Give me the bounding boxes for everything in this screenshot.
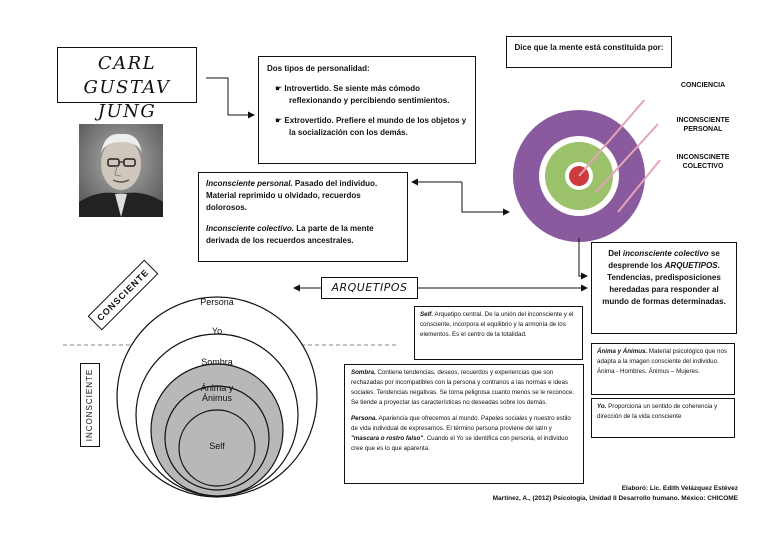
anima-def-box: Ánima y Ánimus. Material psicológico que… bbox=[591, 343, 735, 395]
persona-def-term: Persona. bbox=[351, 415, 378, 422]
personal-unconscious-def: Inconsciente personal. Pasado del indivi… bbox=[206, 178, 400, 214]
credits: Elaboró: Lic. Edith Velázquez Estévez Ma… bbox=[493, 484, 738, 504]
introvert-text: Se siente más cómodo reflexionando y per… bbox=[289, 84, 450, 105]
collective-unconscious-text: La parte de la mente derivada de los rec… bbox=[206, 224, 374, 245]
yo-def-box: Yo. Proporciona un sentido de coherencia… bbox=[591, 398, 735, 438]
personality-heading: Dos tipos de personalidad: bbox=[267, 64, 370, 73]
pointing-hand-icon: ☛ bbox=[275, 84, 285, 93]
persona-def-quote: "mascara o rostro falso" bbox=[351, 435, 424, 442]
yo-def-term: Yo. bbox=[597, 403, 607, 410]
personality-box: Dos tipos de personalidad: ☛ Introvertid… bbox=[258, 56, 476, 164]
archetypes-desc-term: inconsciente colectivo bbox=[622, 249, 709, 258]
archetypes-label: ARQUETIPOS bbox=[331, 281, 408, 294]
sombra-def-text: Contiene tendencias, deseos, recuerdos y… bbox=[351, 369, 575, 406]
persona-def-text1: Apariencia que ofrecemos al mundo. Papel… bbox=[351, 415, 571, 432]
persona-circle-label: Persona bbox=[200, 297, 234, 307]
persona-def-text2: . Cuando el Yo se identifica con persona… bbox=[351, 435, 569, 452]
self-circle-label: Self bbox=[209, 441, 225, 451]
anima-circle-label: Ánima y Ánimus bbox=[200, 383, 234, 403]
collective-unconscious-def: Inconsciente colectivo. La parte de la m… bbox=[206, 223, 400, 247]
self-def-term: Self. bbox=[420, 311, 434, 318]
title-to-personality-arrow bbox=[206, 77, 255, 119]
self-circle bbox=[178, 409, 256, 487]
pointing-hand-icon: ☛ bbox=[275, 116, 285, 125]
extrovert-text: Prefiere el mundo de los objetos y la so… bbox=[289, 116, 467, 137]
introvert-item: ☛ Introvertido. Se siente más cómodo ref… bbox=[267, 83, 467, 107]
unconscious-box: Inconsciente personal. Pasado del indivi… bbox=[198, 172, 408, 262]
collective-unconscious-term: Inconsciente colectivo. bbox=[206, 224, 295, 233]
colectivo-pointer bbox=[617, 159, 661, 213]
personal-pointer bbox=[595, 123, 659, 193]
collective-to-archetypes-arrow bbox=[578, 238, 588, 280]
personal-unconscious-term: Inconsciente personal. bbox=[206, 179, 293, 188]
inconsciente-label-box: INCONSCIENTE bbox=[80, 363, 100, 447]
extrovert-term: Extrovertido. bbox=[284, 116, 334, 125]
self-def-text: Arquetipo central. De la unión del incon… bbox=[420, 311, 574, 338]
extrovert-item: ☛ Extrovertido. Prefiere el mundo de los… bbox=[267, 115, 467, 139]
yo-def-text: Proporciona un sentido de coherencia y d… bbox=[597, 403, 718, 420]
sombra-def-term: Sombra. bbox=[351, 369, 376, 376]
archetypes-desc-term2: ARQUETIPOS bbox=[664, 261, 718, 270]
anima-def-term: Ánima y Ánimus. bbox=[597, 348, 648, 355]
title-line-2: JUNG bbox=[97, 101, 157, 122]
title-box: CARL GUSTAV JUNG bbox=[57, 47, 197, 122]
personal-unconscious-text: Pasado del individuo. Material reprimido… bbox=[206, 179, 378, 212]
anima-def-text: Material psicológico que nos adapta a la… bbox=[597, 348, 727, 375]
self-def-box: Self. Arquetipo central. De la unión del… bbox=[414, 306, 583, 360]
unconscious-link-line bbox=[461, 182, 510, 216]
introvert-term: Introvertido. bbox=[284, 84, 332, 93]
archetypes-label-box: ARQUETIPOS bbox=[321, 277, 418, 299]
label-inconsciente-personal: INCONSCIENTE PERSONAL bbox=[676, 117, 730, 133]
mind-layers-diagram bbox=[513, 100, 661, 242]
conciencia-pointer bbox=[578, 100, 646, 177]
mind-caption-box: Dice que la mente está constituida por: bbox=[506, 36, 672, 68]
archetypes-desc-pre: Del bbox=[608, 249, 623, 258]
label-conciencia: CONCIENCIA bbox=[680, 82, 726, 89]
mind-caption: Dice que la mente está constituida por: bbox=[514, 43, 664, 52]
archetypes-desc-box: Del inconsciente colectivo se desprende … bbox=[591, 242, 737, 334]
archetypes-desc-mid: se desprende los bbox=[608, 249, 720, 270]
persona-def: Persona. Apariencia que ofrecemos al mun… bbox=[351, 414, 577, 454]
credits-reference: Martínez, A., (2012) Psicología, Unidad … bbox=[492, 495, 738, 502]
sombra-persona-box: Sombra. Contiene tendencias, deseos, rec… bbox=[344, 364, 584, 484]
archetypes-desc-post: . Tendencias, predisposiciones heredadas… bbox=[602, 261, 726, 306]
inconsciente-label: INCONSCIENTE bbox=[85, 368, 94, 442]
label-inconsciente-colectivo: INCONSCINETE COLECTIVO bbox=[676, 154, 730, 170]
yo-circle-label: Yo bbox=[211, 326, 223, 336]
sombra-def: Sombra. Contiene tendencias, deseos, rec… bbox=[351, 368, 577, 408]
psyche-circles bbox=[116, 296, 318, 498]
credits-author: Elaboró: Lic. Edith Velázquez Estévez bbox=[621, 485, 738, 492]
title-line-1: CARL GUSTAV bbox=[83, 53, 171, 98]
portrait-image bbox=[79, 124, 163, 217]
sombra-circle-label: Sombra bbox=[201, 357, 233, 367]
